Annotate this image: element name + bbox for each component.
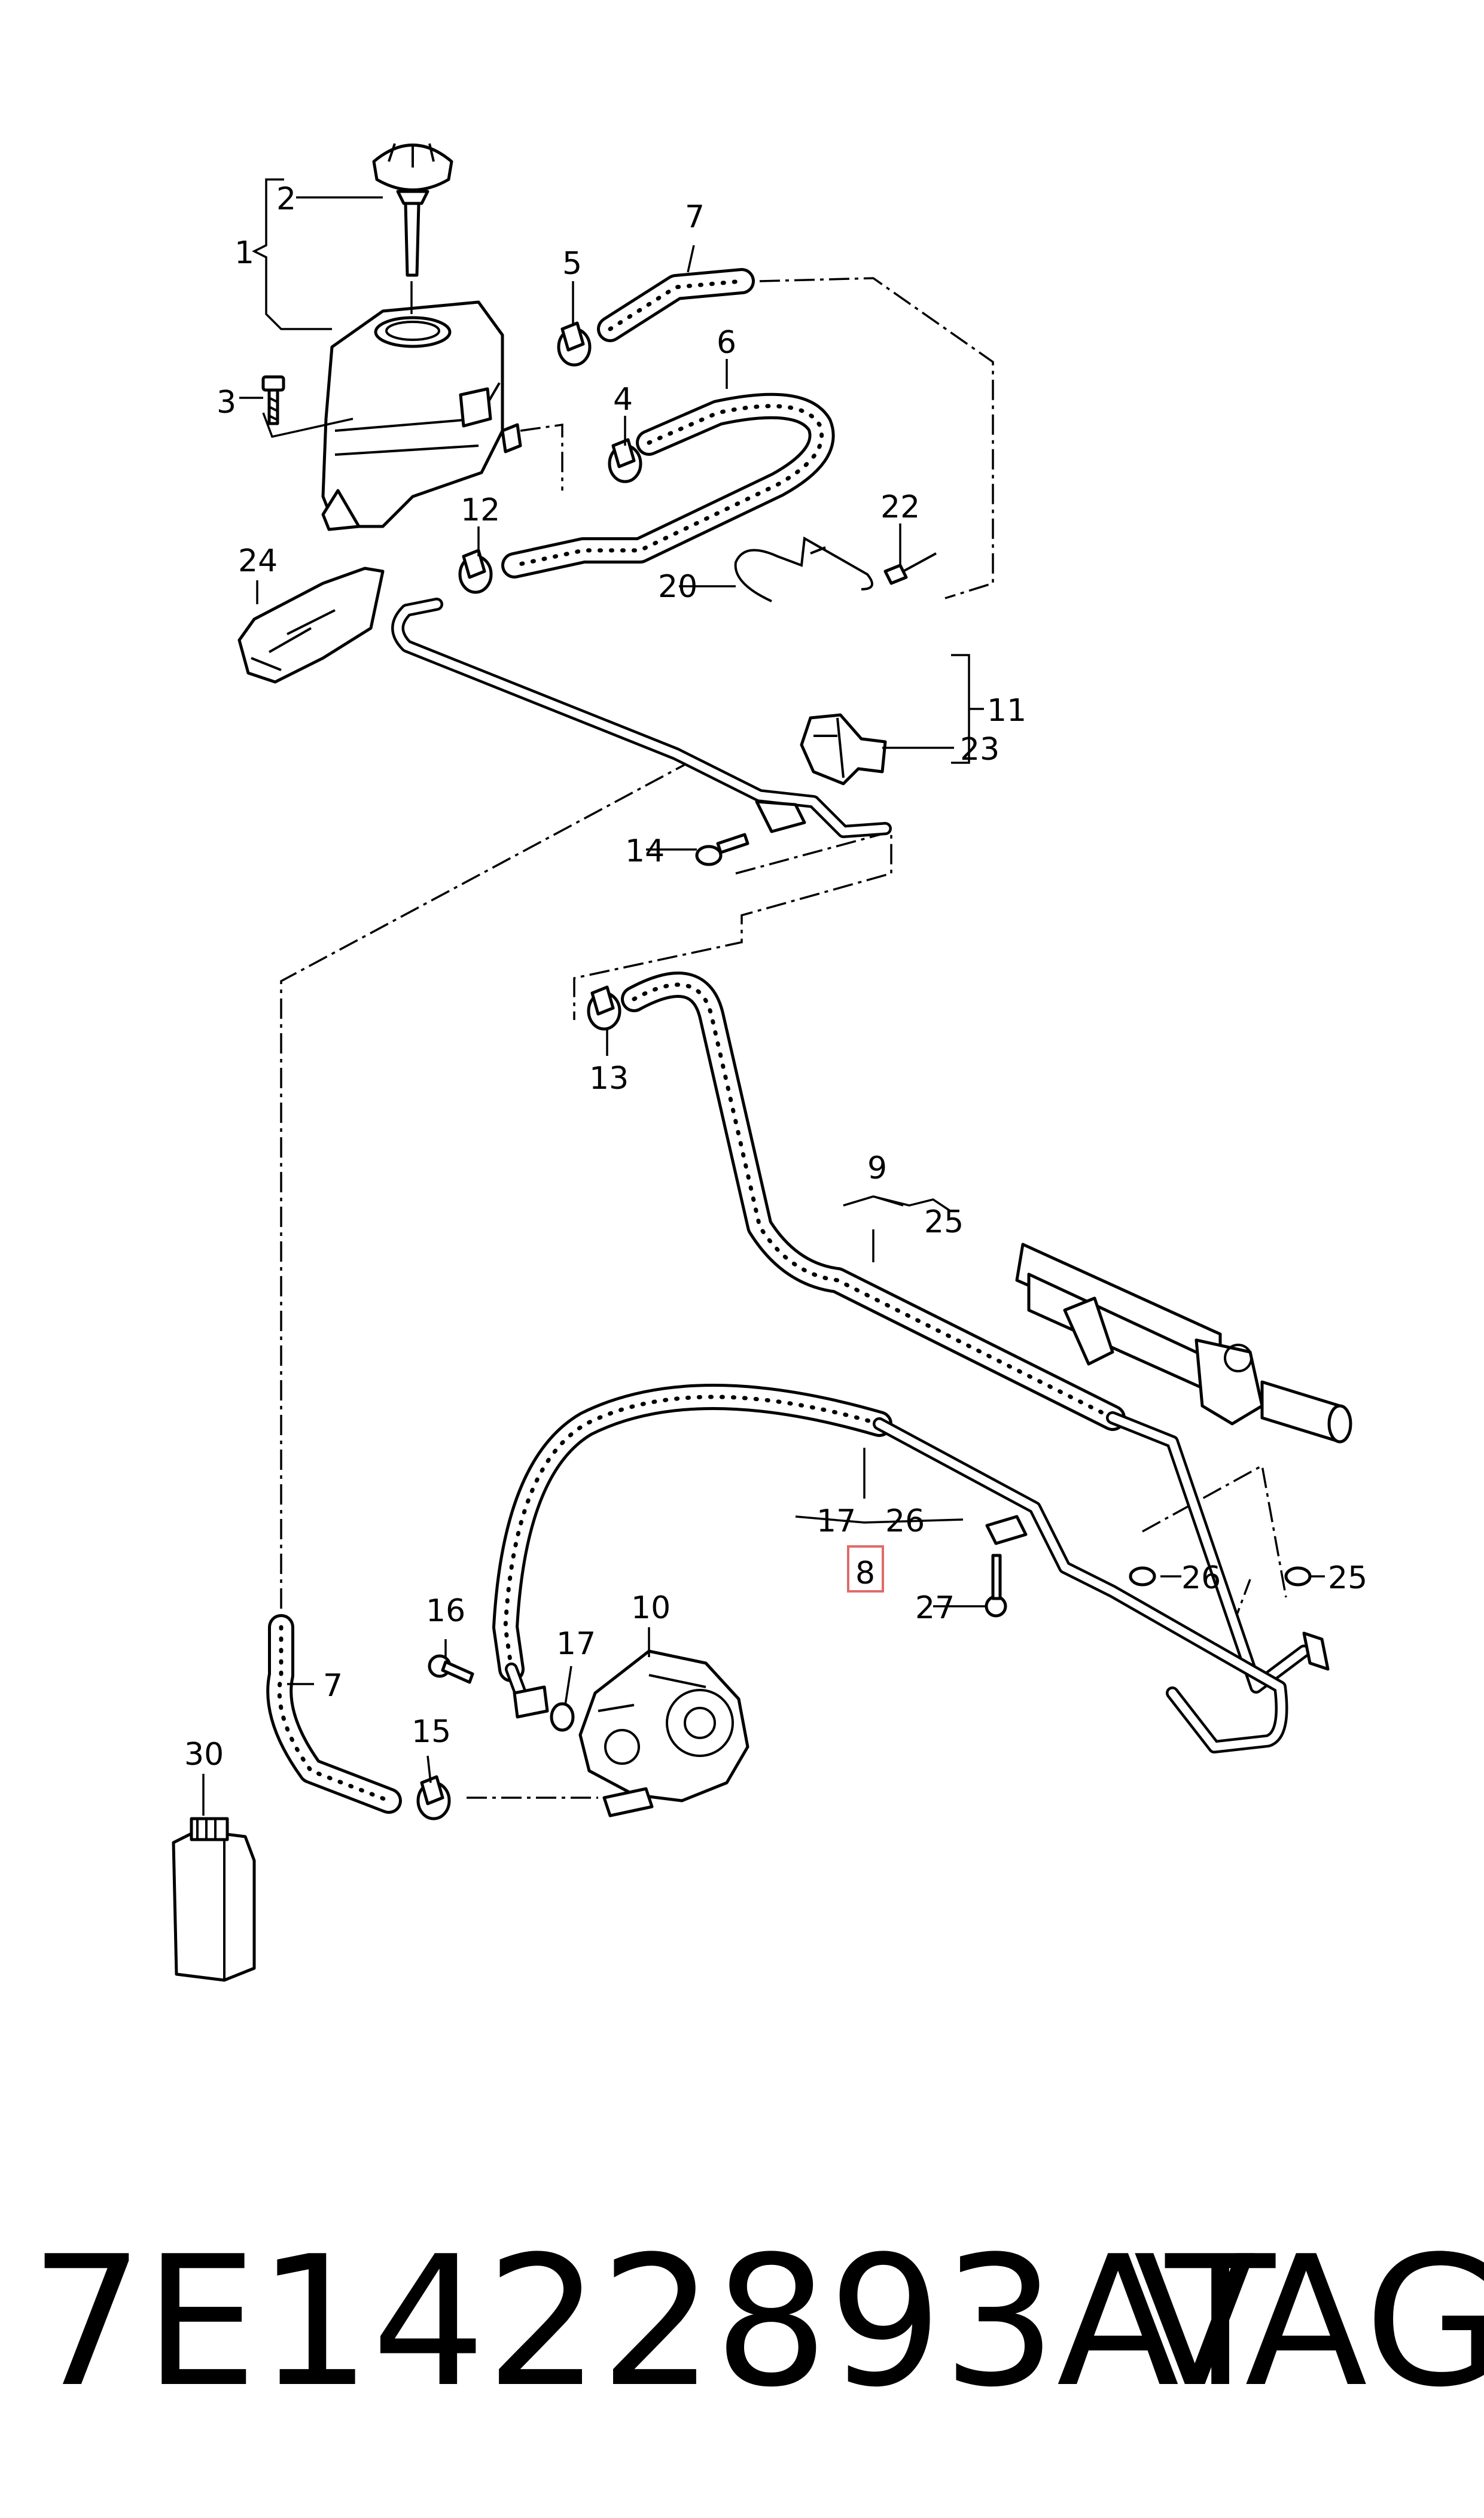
callout-25-line: 25 [924, 1204, 964, 1240]
pipe-bracket-lower [985, 1515, 1028, 1545]
bolt-22[interactable] [883, 552, 937, 585]
fluid-bottle[interactable] [172, 1817, 256, 1982]
bracket-24[interactable] [237, 567, 385, 684]
pipe-8-to-rack[interactable] [873, 1417, 1288, 1753]
steering-rack [1015, 1243, 1352, 1671]
clamp-4[interactable] [608, 438, 642, 483]
callout-27: 27 [915, 1590, 955, 1626]
pipe-9-to-rack[interactable] [1106, 1411, 1311, 1694]
clamp-12[interactable] [458, 549, 493, 594]
callout-22: 22 [880, 489, 920, 525]
bolt-16[interactable] [428, 1654, 474, 1684]
o-ring-26[interactable] [1129, 1566, 1156, 1587]
callout-16: 16 [426, 1593, 465, 1629]
power-steering-pump[interactable] [513, 1649, 749, 1817]
callout-30: 30 [184, 1737, 224, 1773]
callout-25-ring: 25 [1328, 1560, 1367, 1596]
callout-17-line: 17 [816, 1503, 856, 1539]
clamp-13[interactable] [587, 985, 621, 1031]
callout-26-line: 26 [885, 1503, 925, 1539]
callout-7-bottom: 7 [323, 1668, 343, 1704]
bolt-14[interactable] [695, 833, 749, 866]
bolt-27[interactable] [985, 1554, 1007, 1618]
leader-lines [202, 178, 1325, 1816]
callout-26-ring: 26 [1181, 1560, 1221, 1596]
part-number: 7E1422893AT [30, 2218, 1278, 2426]
clamp-5[interactable] [557, 321, 592, 367]
clamp-15[interactable] [416, 1775, 451, 1820]
callout-10: 10 [631, 1590, 671, 1626]
callout-12: 12 [461, 492, 500, 528]
pipe-bracket [755, 800, 806, 833]
callout-15: 15 [412, 1714, 451, 1750]
callout-8: 8 [855, 1555, 875, 1591]
callout-9: 9 [867, 1150, 887, 1186]
callout-7-top: 7 [685, 199, 705, 235]
hose-6[interactable] [501, 392, 835, 578]
brand-label: VAG [1133, 2218, 1484, 2426]
reservoir-cap[interactable] [372, 143, 453, 314]
o-ring-25[interactable] [1284, 1566, 1312, 1587]
callout-labels: 1 2 3 4 5 6 7 12 24 20 22 11 23 14 13 9 … [184, 181, 1367, 1773]
callout-4: 4 [613, 382, 633, 418]
callout-11: 11 [987, 693, 1026, 729]
reservoir-assembly[interactable] [321, 300, 522, 531]
callout-20: 20 [658, 569, 697, 605]
callout-23: 23 [960, 732, 1000, 768]
callout-13: 13 [589, 1061, 629, 1097]
hose-8-pressure[interactable] [492, 1384, 892, 1682]
highlight-box-8 [847, 1545, 884, 1593]
callout-1: 1 [234, 235, 254, 271]
hose-7-bottom[interactable] [266, 1614, 402, 1814]
bolt-3[interactable] [261, 375, 285, 425]
hose-9-return[interactable] [621, 972, 1126, 1431]
bracket-23[interactable] [800, 713, 887, 785]
callout-24: 24 [238, 543, 278, 579]
callout-3: 3 [217, 385, 236, 421]
callout-2: 2 [276, 181, 296, 217]
callout-6: 6 [717, 325, 736, 361]
clip-20[interactable] [734, 536, 873, 602]
pipe-11[interactable] [391, 598, 892, 838]
callout-14: 14 [625, 833, 665, 869]
hose-7-top[interactable] [597, 268, 755, 342]
o-ring-17-pump[interactable] [550, 1702, 575, 1732]
connection-lines [280, 277, 1287, 1799]
pipe-8-pump-end[interactable] [505, 1663, 527, 1700]
callout-5: 5 [562, 246, 582, 282]
callout-17-pump: 17 [556, 1626, 596, 1662]
